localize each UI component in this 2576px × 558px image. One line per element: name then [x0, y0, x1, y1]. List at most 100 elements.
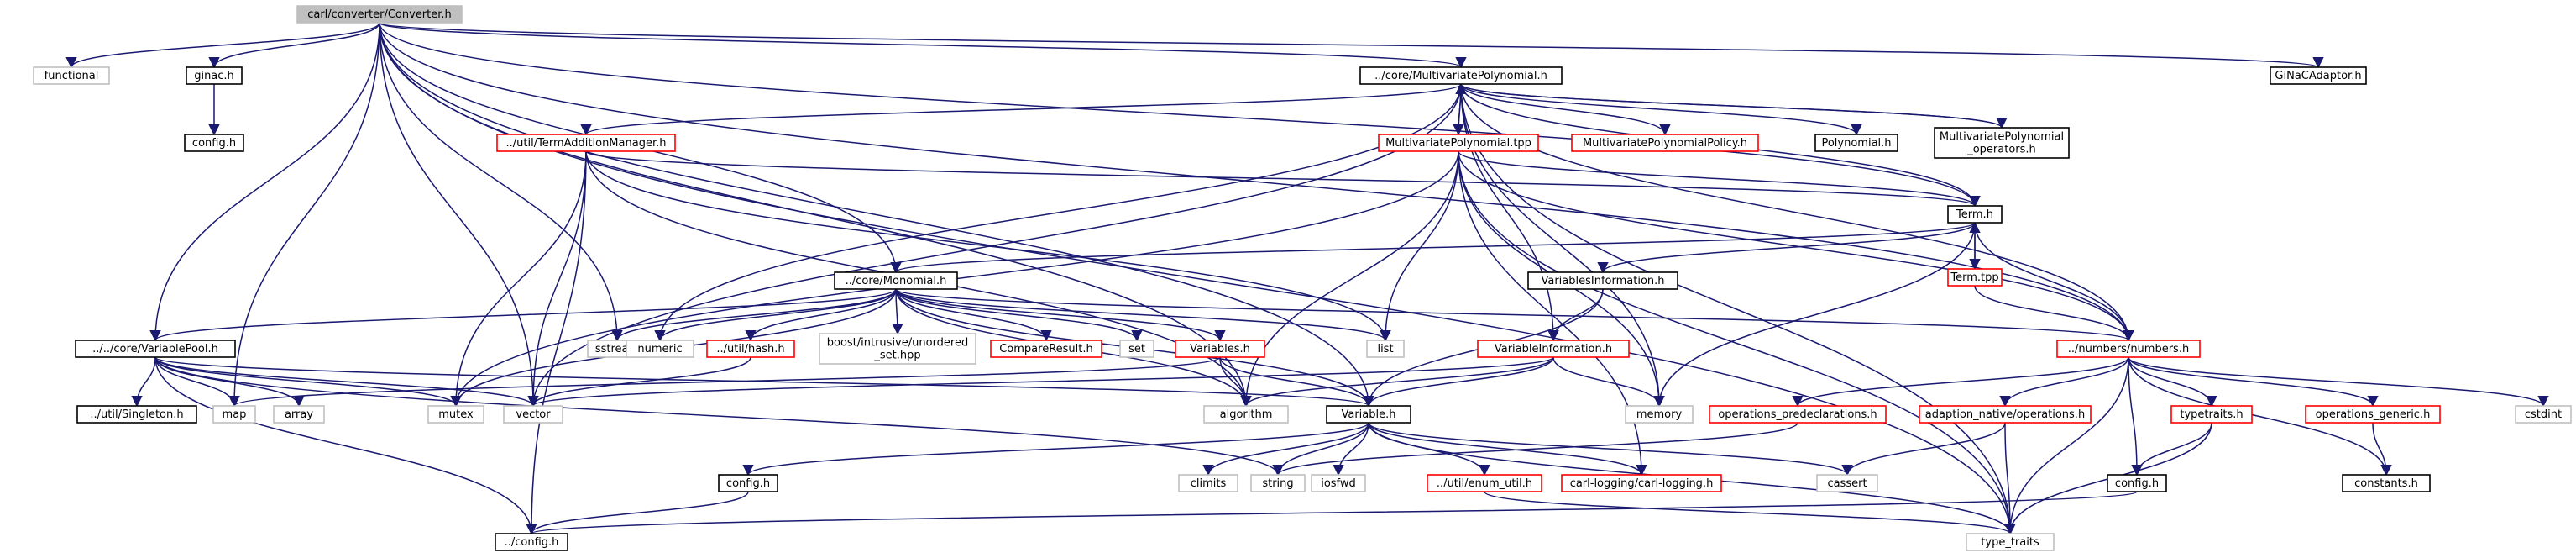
edge-numbers-to-cstdint [2128, 356, 2549, 408]
node-numbers[interactable]: ../numbers/numbers.h [2056, 340, 2201, 358]
edge-root-to-term [379, 22, 1981, 208]
node-label: ../util/Singleton.h [90, 408, 183, 421]
node-box [1311, 474, 1366, 492]
edge-term-to-varsinfo [1597, 222, 1976, 274]
node-label: Term.tpp [1950, 271, 1998, 284]
node-config-a[interactable]: config.h [184, 134, 244, 152]
node-termtpp[interactable]: Term.tpp [1947, 268, 2003, 287]
node-label: cassert [1827, 477, 1867, 490]
node-box [1966, 533, 2055, 551]
node-variables[interactable]: Variables.h [1175, 340, 1265, 358]
node-mvpolytpp[interactable]: MultivariatePolynomial.tpp [1378, 134, 1539, 152]
node-hash[interactable]: ../util/hash.h [706, 340, 795, 358]
node-climits: climits [1178, 474, 1238, 492]
node-term[interactable]: Term.h [1947, 205, 2003, 224]
edge-term-to-monomial [890, 222, 1976, 274]
node-termadd[interactable]: ../util/TermAdditionManager.h [496, 134, 676, 152]
edge-varsinfo-to-varinfo [1547, 288, 1604, 342]
node-ginac[interactable]: ginac.h [186, 66, 243, 85]
edge-root-to-ginac [208, 22, 380, 69]
node-typetraits-h[interactable]: typetraits.h [2170, 405, 2253, 424]
node-box [76, 405, 197, 424]
node-varpool[interactable]: ../../core/VariablePool.h [75, 340, 236, 358]
node-monomial[interactable]: ../core/Monomial.h [834, 271, 958, 290]
node-ginacadaptor[interactable]: GiNaCAdaptor.h [2270, 66, 2367, 85]
edge-mvpoly-to-polynomial [1460, 83, 1862, 136]
node-box [1378, 134, 1539, 152]
node-box [1571, 134, 1759, 152]
node-box [2305, 405, 2441, 424]
node-box [1919, 405, 2092, 424]
node-box [1366, 340, 1405, 358]
node-singleton[interactable]: ../util/Singleton.h [76, 405, 197, 424]
edge-mvpoly-to-numbers [1460, 83, 2134, 342]
node-array: array [273, 405, 325, 424]
node-label: MultivariatePolynomialPolicy.h [1583, 137, 1747, 150]
edge-mvpolytpp-to-term [1458, 150, 1981, 208]
node-varsinfo[interactable]: VariablesInformation.h [1527, 271, 1678, 290]
edge-term-to-memory [1653, 222, 1976, 408]
node-compare[interactable]: CompareResult.h [990, 340, 1102, 358]
node-polynomial[interactable]: Polynomial.h [1814, 134, 1898, 152]
node-box [2056, 340, 2201, 358]
node-mvpoly[interactable]: ../core/MultivariatePolynomial.h [1359, 66, 1563, 85]
edge-mvpolytpp-to-typetraits [1458, 150, 2016, 535]
node-varinfo[interactable]: VariableInformation.h [1477, 340, 1630, 358]
node-box [1326, 405, 1411, 424]
edge-variable-to-iosfwd [1333, 422, 1369, 476]
dependency-edges [65, 22, 2549, 535]
node-label: _set.hpp [873, 350, 920, 362]
edge-varinfo-to-memory [1552, 356, 1665, 408]
node-enumutil[interactable]: ../util/enum_util.h [1427, 474, 1542, 492]
node-config-c[interactable]: config.h [2107, 474, 2167, 492]
edge-mvpoly-to-numeric [654, 83, 1462, 342]
node-root[interactable]: carl/converter/Converter.h [296, 5, 463, 24]
edge-mvpolytpp-to-numbers [1458, 150, 2134, 342]
node-functional: functional [33, 66, 110, 85]
node-mutex: mutex [427, 405, 484, 424]
node-config-d[interactable]: ../config.h [495, 533, 568, 551]
edge-numbers-to-typetraits [2004, 356, 2129, 535]
edge-varpool-to-config_d [154, 356, 537, 535]
edge-varpool-to-array [154, 356, 305, 408]
node-mvops[interactable]: MultivariatePolynomial_operators.h [1934, 127, 2070, 159]
edge-typetraits_h-to-config_c [2131, 422, 2212, 476]
node-label: config.h [726, 477, 770, 490]
node-box [819, 333, 976, 365]
node-box [496, 134, 676, 152]
node-string: string [1250, 474, 1306, 492]
node-label: string [1262, 477, 1293, 490]
node-typetraits: type_traits [1966, 533, 2055, 551]
node-label: _operators.h [1966, 144, 2036, 156]
edge-termadd-to-config_d [526, 150, 587, 535]
edge-mvpoly-to-typetraits [1460, 83, 2016, 535]
node-opsgeneric[interactable]: operations_generic.h [2305, 405, 2441, 424]
node-box [273, 405, 325, 424]
node-adaption[interactable]: adaption_native/operations.h [1919, 405, 2092, 424]
node-constants[interactable]: constants.h [2342, 474, 2431, 492]
node-box [2342, 474, 2431, 492]
node-box [1709, 405, 1887, 424]
edge-root-to-numbers [379, 22, 2134, 342]
edge-varinfo-to-variable [1363, 356, 1554, 408]
edge-config_c-to-config_d [526, 491, 2138, 535]
node-carllog[interactable]: carl-logging/carl-logging.h [1561, 474, 1722, 492]
edge-mvpoly-to-varinfo [1460, 83, 1559, 342]
node-label: climits [1191, 477, 1227, 490]
node-label: ../core/Monomial.h [846, 275, 947, 287]
node-config-b[interactable]: config.h [718, 474, 778, 492]
edge-variables-to-variable [1219, 356, 1374, 408]
edge-root-to-ginacadaptor [379, 22, 2323, 69]
node-mvpolicy[interactable]: MultivariatePolynomialPolicy.h [1571, 134, 1759, 152]
node-label: operations_generic.h [2316, 408, 2431, 421]
node-iosfwd: iosfwd [1311, 474, 1366, 492]
node-label: VariableInformation.h [1495, 343, 1612, 355]
edge-numbers-to-config_c [2128, 356, 2143, 476]
node-variable[interactable]: Variable.h [1326, 405, 1411, 424]
node-box [1175, 340, 1265, 358]
node-map: map [212, 405, 256, 424]
node-opspre[interactable]: operations_predeclarations.h [1709, 405, 1887, 424]
edge-mvpoly-to-termadd [580, 83, 1462, 136]
edge-monomial-to-numeric [654, 288, 897, 342]
edge-adaption-to-cassert [1841, 422, 2006, 476]
